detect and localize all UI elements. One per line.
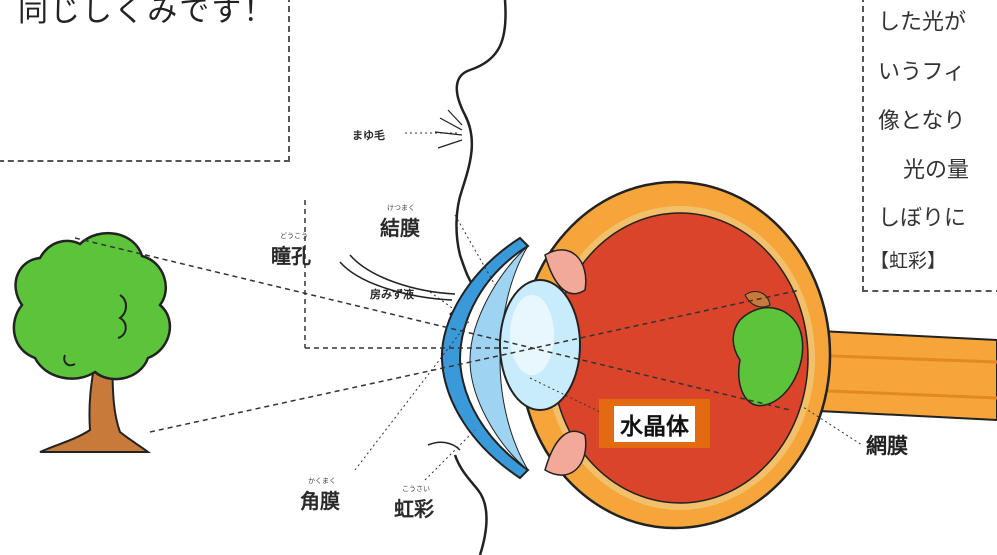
- aqueous-label: 房みず液: [370, 288, 414, 301]
- conjunctiva-label: 結膜: [380, 216, 420, 240]
- conjunctiva-ruby: けつまく: [387, 204, 415, 212]
- light-rays: [74, 200, 801, 433]
- iris-label: 虹彩: [394, 497, 434, 521]
- pointer-lines: [354, 132, 863, 481]
- lens-label: 水晶体: [614, 405, 695, 442]
- note-line-3: 像となり: [878, 109, 966, 134]
- note-line-5: しぼりに: [878, 206, 967, 231]
- note-line-2: いうフィ: [878, 60, 966, 85]
- pupil-ruby: どうこう: [280, 232, 308, 240]
- note-line-6: 【虹彩】: [870, 250, 947, 272]
- pupil-arcs: [339, 254, 461, 451]
- eyebrow-label: まゆ毛: [352, 129, 385, 142]
- camera-box-title: 同じしくみです！: [18, 0, 276, 29]
- camera-comparison-box: [0, 0, 290, 162]
- retina-label: 網膜: [866, 434, 908, 458]
- note-line-4: 光の量: [903, 158, 970, 183]
- cornea-ruby: かくまく: [308, 477, 336, 485]
- pupil-label: 瞳孔: [271, 244, 311, 268]
- iris-ruby: こうさい: [402, 485, 430, 493]
- tree-icon: [12, 231, 172, 453]
- eyelash-icon: [434, 109, 463, 149]
- note-box: [862, 0, 997, 292]
- note-line-1: した光が: [878, 10, 967, 35]
- lens-badge: 水晶体: [599, 399, 710, 448]
- cornea-label: 角膜: [300, 489, 340, 513]
